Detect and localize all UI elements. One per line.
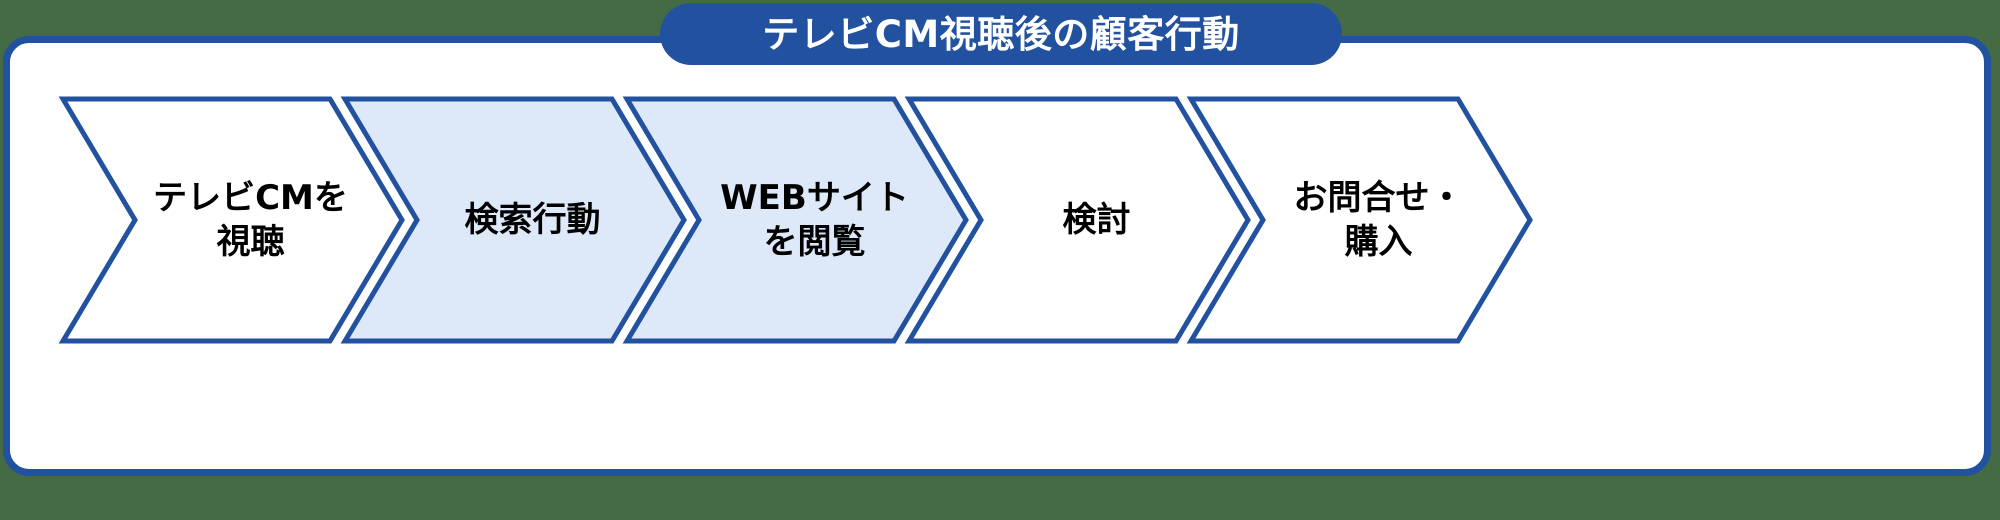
diagram-title-badge: テレビCM視聴後の顧客行動 (660, 3, 1342, 65)
flow-step-inquiry-purchase[interactable]: お問合せ・ 購入 (1188, 85, 1533, 355)
chevron-shape-5 (1191, 99, 1530, 341)
chevron-shape-2 (345, 99, 684, 341)
chevron-shape-1 (63, 99, 402, 341)
process-flow: テレビCMを 視聴 検索行動 WEBサイト を閲覧 (0, 85, 2000, 355)
chevron-shape-4 (909, 99, 1248, 341)
chevron-shape-3 (627, 99, 966, 341)
page-title: テレビCM視聴後の顧客行動 (762, 12, 1240, 56)
